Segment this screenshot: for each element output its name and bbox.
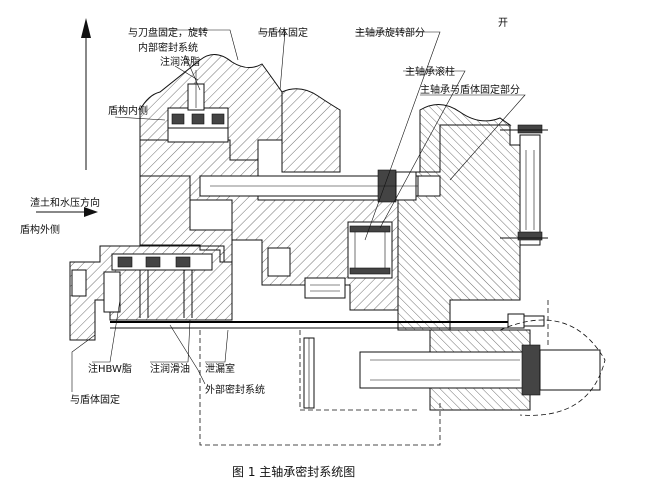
leader-lines <box>71 29 526 392</box>
label-shield-fixed-bottom: 与盾体固定 <box>70 393 120 406</box>
muck-pressure-arrow <box>36 207 98 217</box>
label-bearing-rotating: 主轴承旋转部分 <box>355 26 425 39</box>
label-cutterhead-rotate: 与刀盘固定，旋转 <box>128 26 208 39</box>
inner-seal-system <box>167 70 229 143</box>
lower-housing <box>199 300 606 446</box>
label-bearing-roller: 主轴承滚柱 <box>405 65 455 78</box>
bearing-rollers <box>267 221 393 299</box>
label-muck-pressure: 渣土和水压方向 <box>30 196 100 209</box>
label-shield-outer: 盾构外侧 <box>20 223 60 236</box>
label-outer-seal: 外部密封系统 <box>205 383 265 396</box>
shield-lower-body <box>69 245 233 341</box>
bearing-bolt <box>199 169 441 203</box>
vertical-direction-arrow <box>81 18 91 170</box>
label-leak-chamber: 泄漏室 <box>205 362 235 375</box>
lube-channel <box>110 313 545 329</box>
label-hbw-grease: 注HBW脂 <box>88 362 132 375</box>
bearing-fixed-part <box>397 104 548 331</box>
label-shield-fixed-top: 与盾体固定 <box>258 26 308 39</box>
figure-caption: 图 1 主轴承密封系统图 <box>232 464 355 479</box>
label-bearing-fixed: 主轴承与盾体固定部分 <box>420 83 520 96</box>
corner-mark: 开 <box>498 18 508 29</box>
label-shield-inner: 盾构内侧 <box>108 104 148 117</box>
label-lube-oil: 注润滑油 <box>150 362 190 375</box>
label-grease-top: 注润滑脂 <box>160 55 200 68</box>
label-inner-seal: 内部密封系统 <box>138 41 198 54</box>
